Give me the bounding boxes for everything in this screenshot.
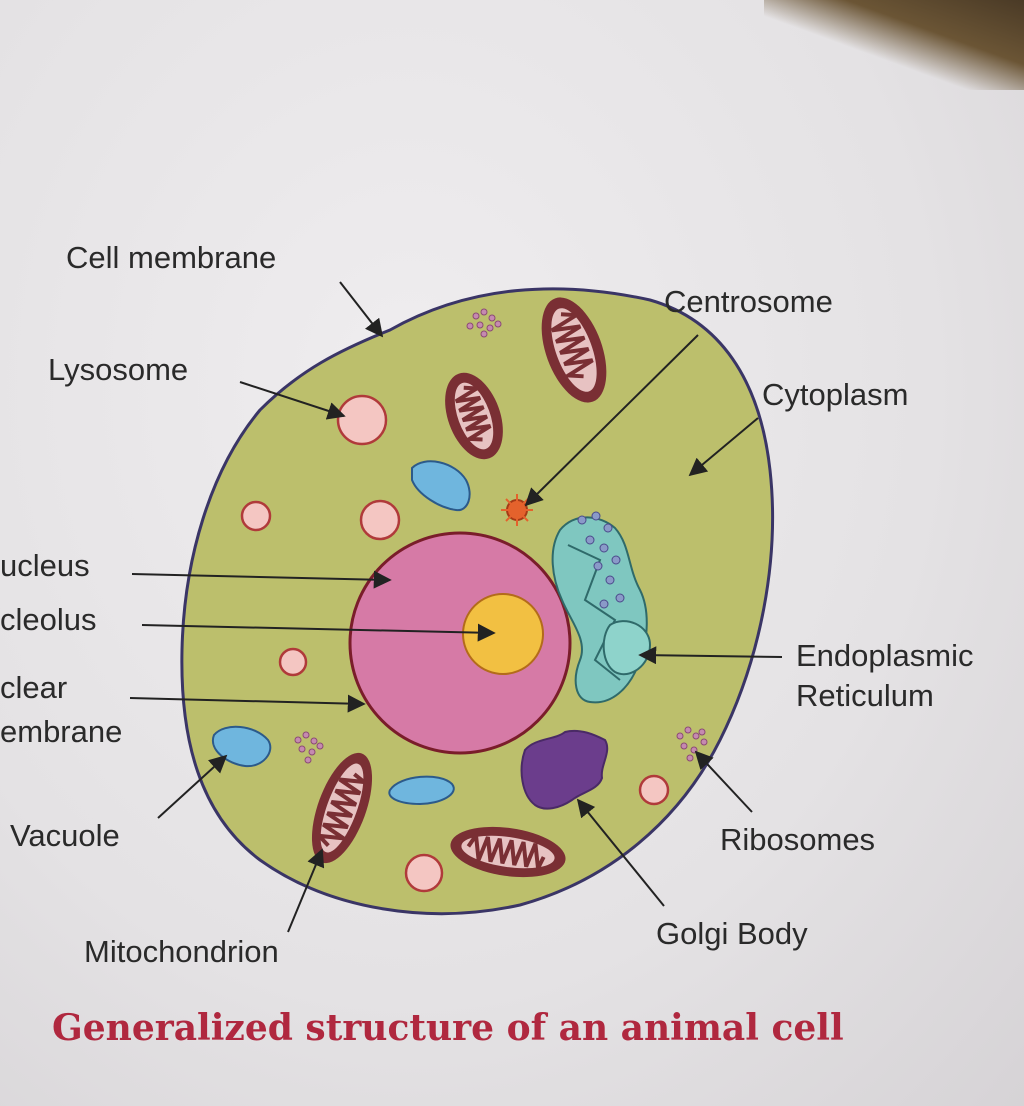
label-cytoplasm: Cytoplasm [762,377,908,412]
label-mitochondrion: Mitochondrion [84,934,279,969]
label-nuclear-membrane-line2: embrane [0,714,122,749]
label-er-line1: Endoplasmic [796,638,973,673]
label-centrosome: Centrosome [664,284,833,319]
lysosomes [240,394,670,893]
label-cell-membrane: Cell membrane [66,240,276,275]
label-nucleus: ucleus [0,548,90,583]
figure-caption: Generalized structure of an animal cell [52,1007,844,1049]
label-er-line2: Reticulum [796,678,934,713]
label-nucleolus: cleolus [0,602,97,637]
mitochondria [311,297,607,878]
label-nuclear-membrane-line1: clear [0,670,67,705]
nucleus [348,531,572,755]
label-vacuole: Vacuole [10,818,120,853]
golgi-body [520,729,609,810]
label-ribosomes: Ribosomes [720,822,875,857]
label-lysosome: Lysosome [48,352,188,387]
label-golgi-body: Golgi Body [656,916,808,951]
leader-lines [129,281,783,933]
centrosome [501,494,533,526]
ribosomes [294,308,708,764]
nucleolus [462,593,544,675]
background-corner [764,0,1024,90]
